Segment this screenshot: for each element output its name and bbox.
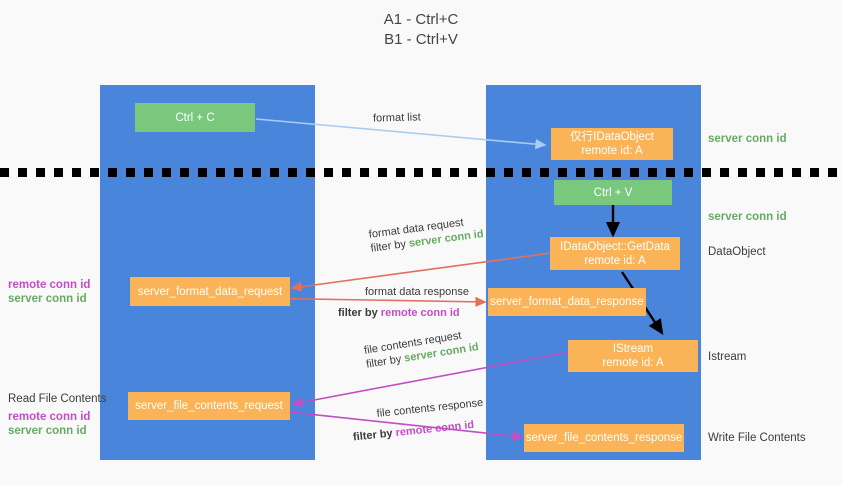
edge-label-file-contents-response: file contents response filter by remote … bbox=[352, 396, 486, 444]
edge-label-format-list: format list bbox=[373, 110, 421, 125]
edge-label-file-contents-response-line2: filter by remote conn id bbox=[352, 417, 486, 445]
label-server-conn-id-upper: server conn id bbox=[8, 293, 87, 305]
label-server-conn-id-lower: server conn id bbox=[8, 425, 87, 437]
node-server-file-contents-request-label: server_file_contents_request bbox=[135, 400, 283, 412]
node-server-file-contents-request[interactable]: server_file_contents_request bbox=[128, 392, 290, 420]
filter-by-value-4: remote conn id bbox=[395, 418, 475, 440]
edge-label-format-data-response-line1: format data response bbox=[365, 286, 469, 298]
label-dataobject: DataObject bbox=[708, 246, 766, 258]
label-server-conn-id-top: server conn id bbox=[708, 133, 787, 145]
edge-label-file-contents-request: file contents request filter by server c… bbox=[363, 326, 480, 371]
node-istream-sublabel: remote id: A bbox=[602, 357, 664, 369]
node-ctrl-c[interactable]: Ctrl + C bbox=[135, 103, 255, 132]
node-idataobject-getdata-sublabel: remote id: A bbox=[584, 254, 646, 267]
filter-by-prefix-4: filter by bbox=[352, 427, 397, 444]
label-istream: Istream bbox=[708, 351, 747, 363]
filter-by-value-2: remote conn id bbox=[380, 307, 460, 319]
title-line-2: B1 - Ctrl+V bbox=[384, 31, 458, 48]
node-server-format-data-response[interactable]: server_format_data_response bbox=[488, 288, 646, 316]
edge-label-file-contents-response-line1: file contents response bbox=[376, 396, 484, 420]
label-write-file-contents: Write File Contents bbox=[708, 432, 806, 444]
node-istream-label: IStream bbox=[612, 343, 654, 355]
title-line-1: A1 - Ctrl+C bbox=[383, 11, 459, 28]
edge-label-format-data-response-line2: filter by remote conn id bbox=[338, 306, 469, 320]
node-idataobject-getdata-label: IDataObject::GetData bbox=[560, 240, 670, 253]
filter-by-prefix: filter by bbox=[369, 237, 410, 255]
page-title: A1 - Ctrl+C B1 - Ctrl+V bbox=[0, 10, 842, 50]
node-idataobject-getdata[interactable]: IDataObject::GetData remote id: A bbox=[550, 237, 680, 270]
node-server-format-data-request[interactable]: server_format_data_request bbox=[130, 277, 290, 306]
node-server-format-data-response-label: server_format_data_response bbox=[490, 296, 644, 308]
node-ctrl-v-label: Ctrl + V bbox=[593, 186, 633, 199]
separator-dashed-line bbox=[0, 168, 842, 177]
filter-by-prefix-2: filter by bbox=[338, 307, 381, 319]
edge-label-format-data-response: format data response filter by remote co… bbox=[338, 285, 469, 320]
label-server-conn-id-mid: server conn id bbox=[708, 211, 787, 223]
node-istream[interactable]: IStream remote id: A bbox=[568, 340, 698, 372]
label-remote-conn-id-upper: remote conn id bbox=[8, 279, 91, 291]
node-server-file-contents-response-label: server_file_contents_response bbox=[525, 432, 683, 444]
node-idataobject[interactable]: 仅行IDataObject remote id: A bbox=[551, 128, 673, 160]
node-idataobject-label: 仅行IDataObject bbox=[570, 131, 654, 143]
label-read-file-contents: Read File Contents bbox=[8, 393, 107, 405]
node-server-file-contents-response[interactable]: server_file_contents_response bbox=[524, 424, 684, 452]
node-ctrl-v[interactable]: Ctrl + V bbox=[554, 180, 672, 205]
edge-label-format-data-request: format data request filter by server con… bbox=[368, 213, 484, 256]
node-server-format-data-request-label: server_format_data_request bbox=[137, 285, 283, 298]
label-remote-conn-id-lower: remote conn id bbox=[8, 411, 91, 423]
node-ctrl-c-label: Ctrl + C bbox=[175, 111, 215, 124]
edge-label-format-list-text: format list bbox=[372, 111, 421, 125]
node-idataobject-sublabel: remote id: A bbox=[581, 145, 643, 157]
